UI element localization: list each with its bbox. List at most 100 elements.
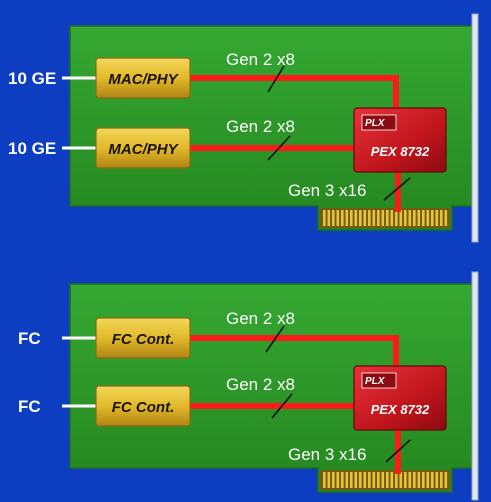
connector-pin xyxy=(417,210,421,226)
connector-pin xyxy=(435,472,439,488)
connector-pin xyxy=(413,210,416,226)
card-1-switch-model: PEX 8732 xyxy=(371,144,430,159)
card-2-pex-switch: PLX PEX 8732 xyxy=(353,365,447,431)
connector-pin xyxy=(323,210,326,226)
card-1-trace-port-1 xyxy=(190,75,399,108)
connector-pin xyxy=(390,210,394,226)
connector-pin xyxy=(336,472,340,488)
connector-pin xyxy=(377,472,380,488)
connector-pin xyxy=(359,210,362,226)
connector-pin xyxy=(327,472,331,488)
card-1-edge-connector xyxy=(320,208,450,228)
card-1-link-2-label: Gen 2 x8 xyxy=(226,117,295,136)
connector-pin xyxy=(363,472,367,488)
card-1-port-2-label: 10 GE xyxy=(8,139,56,158)
connector-pin xyxy=(440,210,443,226)
card-2-chip-1-label: FC Cont. xyxy=(112,331,174,348)
connector-pin xyxy=(354,210,358,226)
connector-pin xyxy=(336,210,340,226)
connector-pin xyxy=(431,210,434,226)
connector-pin xyxy=(395,210,398,226)
connector-pin xyxy=(354,472,358,488)
connector-pin xyxy=(341,210,344,226)
card-2-uplink-label: Gen 3 x16 xyxy=(288,445,366,464)
connector-pin xyxy=(368,210,371,226)
connector-pin xyxy=(395,472,398,488)
card-2-trace-port-1 xyxy=(190,335,399,366)
connector-pin xyxy=(422,210,425,226)
card-2-lane-slash-2 xyxy=(271,393,293,419)
card-2: FC FC Cont. Gen 2 x8 FC FC Cont. Gen 2 x… xyxy=(18,271,479,501)
connector-pin xyxy=(417,472,421,488)
card-1-lane-slash-3 xyxy=(383,177,411,201)
connector-pin xyxy=(386,472,389,488)
connector-pin xyxy=(444,210,448,226)
connector-pin xyxy=(399,210,403,226)
connector-pin xyxy=(386,210,389,226)
card-2-fc-controller-chip-2: FC Cont. xyxy=(95,385,191,427)
connector-pin xyxy=(440,472,443,488)
connector-pin xyxy=(372,472,376,488)
card-1-mac-phy-chip-2: MAC/PHY xyxy=(95,127,191,169)
connector-pin xyxy=(341,472,344,488)
connector-pin xyxy=(345,210,349,226)
connector-pin xyxy=(363,210,367,226)
card-2-switch-logo: PLX xyxy=(365,376,386,387)
card-2-port-1-label: FC xyxy=(18,329,41,348)
plx-logo-icon: PLX xyxy=(361,114,397,131)
card-2-fc-controller-chip-1: FC Cont. xyxy=(95,317,191,359)
connector-pin xyxy=(426,472,430,488)
card-2-chip-2-label: FC Cont. xyxy=(112,399,174,416)
connector-pin xyxy=(372,210,376,226)
card-1-chip-2-label: MAC/PHY xyxy=(108,141,179,158)
connector-pin xyxy=(408,472,412,488)
connector-pin xyxy=(431,472,434,488)
card-1-lane-slash-1 xyxy=(267,65,285,93)
card-1-connector-pins xyxy=(323,210,448,226)
card-2-switch-model: PEX 8732 xyxy=(371,402,430,417)
connector-pin xyxy=(444,472,448,488)
card-1-port-1-label: 10 GE xyxy=(8,69,56,88)
connector-pin xyxy=(377,210,380,226)
connector-pin xyxy=(422,472,425,488)
card-1-bracket xyxy=(471,13,479,243)
connector-pin xyxy=(359,472,362,488)
connector-pin xyxy=(323,472,326,488)
connector-pin xyxy=(413,472,416,488)
card-2-edge-connector xyxy=(320,470,450,490)
connector-pin xyxy=(426,210,430,226)
connector-pin xyxy=(404,210,407,226)
connector-pin xyxy=(435,210,439,226)
connector-pin xyxy=(345,472,349,488)
card-2-link-2-label: Gen 2 x8 xyxy=(226,375,295,394)
connector-pin xyxy=(399,472,403,488)
card-1: 10 GE MAC/PHY Gen 2 x8 10 GE MAC/PHY Gen… xyxy=(8,13,479,243)
card-2-bracket xyxy=(471,271,479,501)
card-2-lane-slash-3 xyxy=(385,439,411,463)
connector-pin xyxy=(381,472,385,488)
connector-pin xyxy=(332,210,335,226)
connector-pin xyxy=(408,210,412,226)
card-2-port-2-label: FC xyxy=(18,397,41,416)
connector-pin xyxy=(368,472,371,488)
connector-pin xyxy=(350,472,353,488)
card-1-uplink-label: Gen 3 x16 xyxy=(288,181,366,200)
card-1-lane-slash-2 xyxy=(267,135,291,161)
card-2-lane-slash-1 xyxy=(265,325,285,353)
connector-pin xyxy=(327,210,331,226)
connector-pin xyxy=(332,472,335,488)
card-2-connector-pins xyxy=(323,472,448,488)
card-1-switch-logo: PLX xyxy=(365,118,386,129)
connector-pin xyxy=(381,210,385,226)
plx-logo-icon: PLX xyxy=(361,372,397,389)
card-1-pex-switch: PLX PEX 8732 xyxy=(353,107,447,173)
card-1-link-1-label: Gen 2 x8 xyxy=(226,50,295,69)
card-1-mac-phy-chip-1: MAC/PHY xyxy=(95,57,191,99)
connector-pin xyxy=(404,472,407,488)
card-1-chip-1-label: MAC/PHY xyxy=(108,71,179,88)
connector-pin xyxy=(350,210,353,226)
card-2-link-1-label: Gen 2 x8 xyxy=(226,309,295,328)
connector-pin xyxy=(390,472,394,488)
